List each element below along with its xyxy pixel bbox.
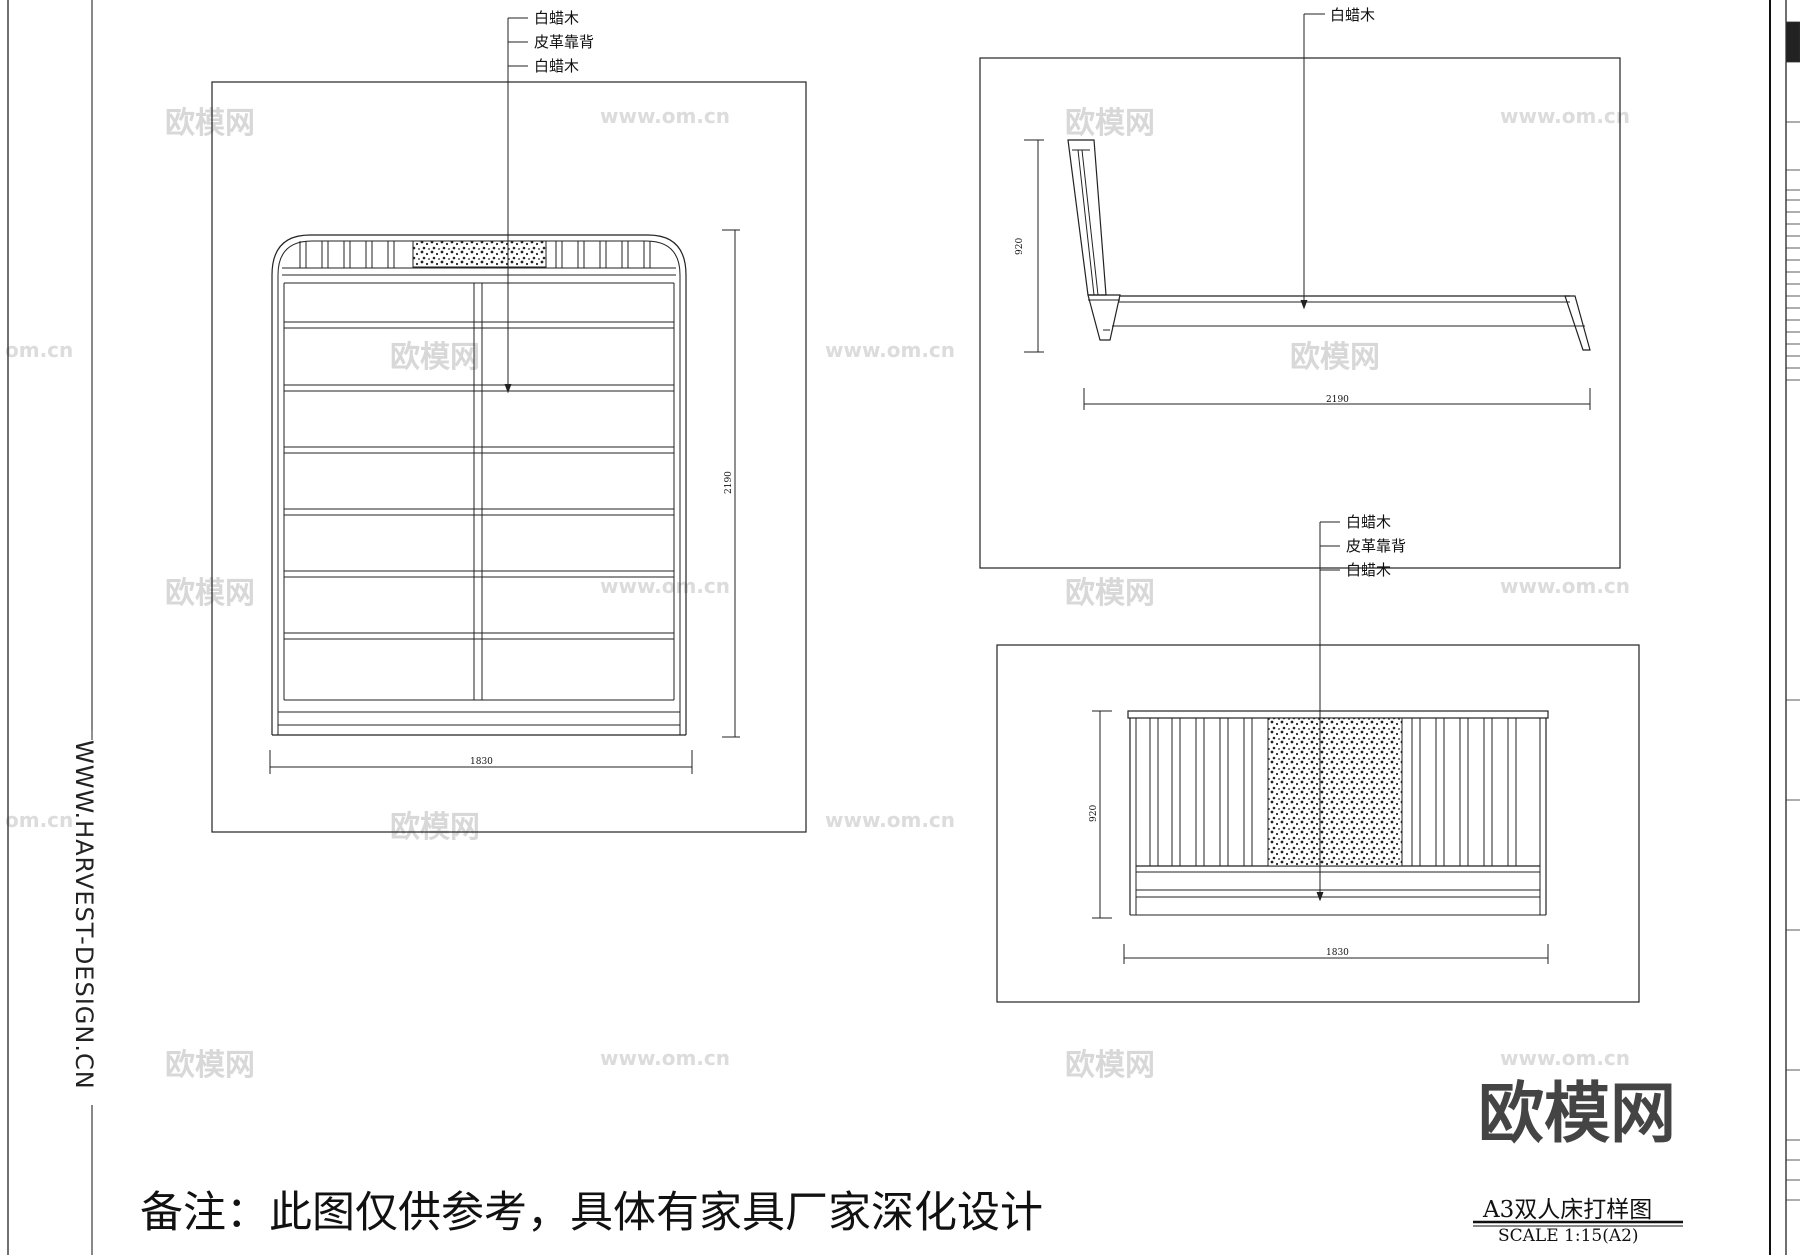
- watermark-brand: 欧模网: [1065, 576, 1155, 611]
- title-block-strip: [1785, 21, 1800, 1201]
- front-dim-height: 920: [1089, 805, 1099, 822]
- drawing-title: A3双人床打样图: [1483, 1197, 1653, 1223]
- plan-leader-label-3: 白蜡木: [534, 57, 579, 75]
- side-view: [979, 13, 1621, 569]
- watermark-url: www.om.cn: [600, 104, 731, 128]
- watermark-brand: 欧模网: [1065, 106, 1155, 141]
- drawing-remark: 备注：此图仅供参考，具体有家具厂家深化设计: [140, 1188, 1043, 1238]
- plan-leader-label-1: 白蜡木: [534, 9, 579, 27]
- watermark-url: www.om.cn: [825, 338, 956, 362]
- watermark-brand: 欧模网: [165, 106, 255, 141]
- watermark-url: om.cn: [5, 338, 74, 362]
- watermark-logo: 欧模网: [1478, 1075, 1676, 1152]
- leather-backrest-plan: [412, 240, 547, 268]
- plan-view: [211, 17, 807, 833]
- side-dim-length: 2190: [1326, 395, 1349, 405]
- watermark-url: www.om.cn: [825, 808, 956, 832]
- watermark-brand: 欧模网: [165, 576, 255, 611]
- front-leader-label-1: 白蜡木: [1346, 513, 1391, 531]
- plan-dim-length: 2190: [724, 471, 734, 494]
- sidebar-website: WWW.HARVEST-DESIGN.CN: [70, 740, 98, 1090]
- plan-view-frame: [211, 81, 807, 833]
- front-view-frame: [996, 644, 1640, 1003]
- watermark-brand: 欧模网: [390, 340, 480, 375]
- watermark-url: www.om.cn: [1500, 1046, 1631, 1070]
- watermark-url: www.om.cn: [1500, 574, 1631, 598]
- watermark-brand: 欧模网: [1290, 340, 1380, 375]
- front-leader-label-2: 皮革靠背: [1346, 537, 1406, 555]
- plan-leader-label-2: 皮革靠背: [534, 33, 594, 51]
- watermark-url: www.om.cn: [600, 574, 731, 598]
- front-leader-label-3: 白蜡木: [1346, 561, 1391, 579]
- front-dim-width: 1830: [1326, 948, 1349, 958]
- front-view: [996, 521, 1640, 1003]
- side-leader-label: 白蜡木: [1330, 6, 1375, 24]
- plan-dim-width: 1830: [470, 757, 493, 767]
- leather-backrest-front: [1267, 717, 1403, 867]
- watermark-brand: 欧模网: [390, 810, 480, 845]
- side-dim-height: 920: [1015, 238, 1025, 255]
- side-view-frame: [979, 57, 1621, 569]
- watermark-brand: 欧模网: [1065, 1048, 1155, 1083]
- watermark-url: www.om.cn: [600, 1046, 731, 1070]
- watermark-url: www.om.cn: [1500, 104, 1631, 128]
- drawing-scale: SCALE 1:15(A2): [1498, 1226, 1639, 1246]
- watermark-brand: 欧模网: [165, 1048, 255, 1083]
- sheet-border: [7, 0, 1787, 1255]
- watermark-url: om.cn: [5, 808, 74, 832]
